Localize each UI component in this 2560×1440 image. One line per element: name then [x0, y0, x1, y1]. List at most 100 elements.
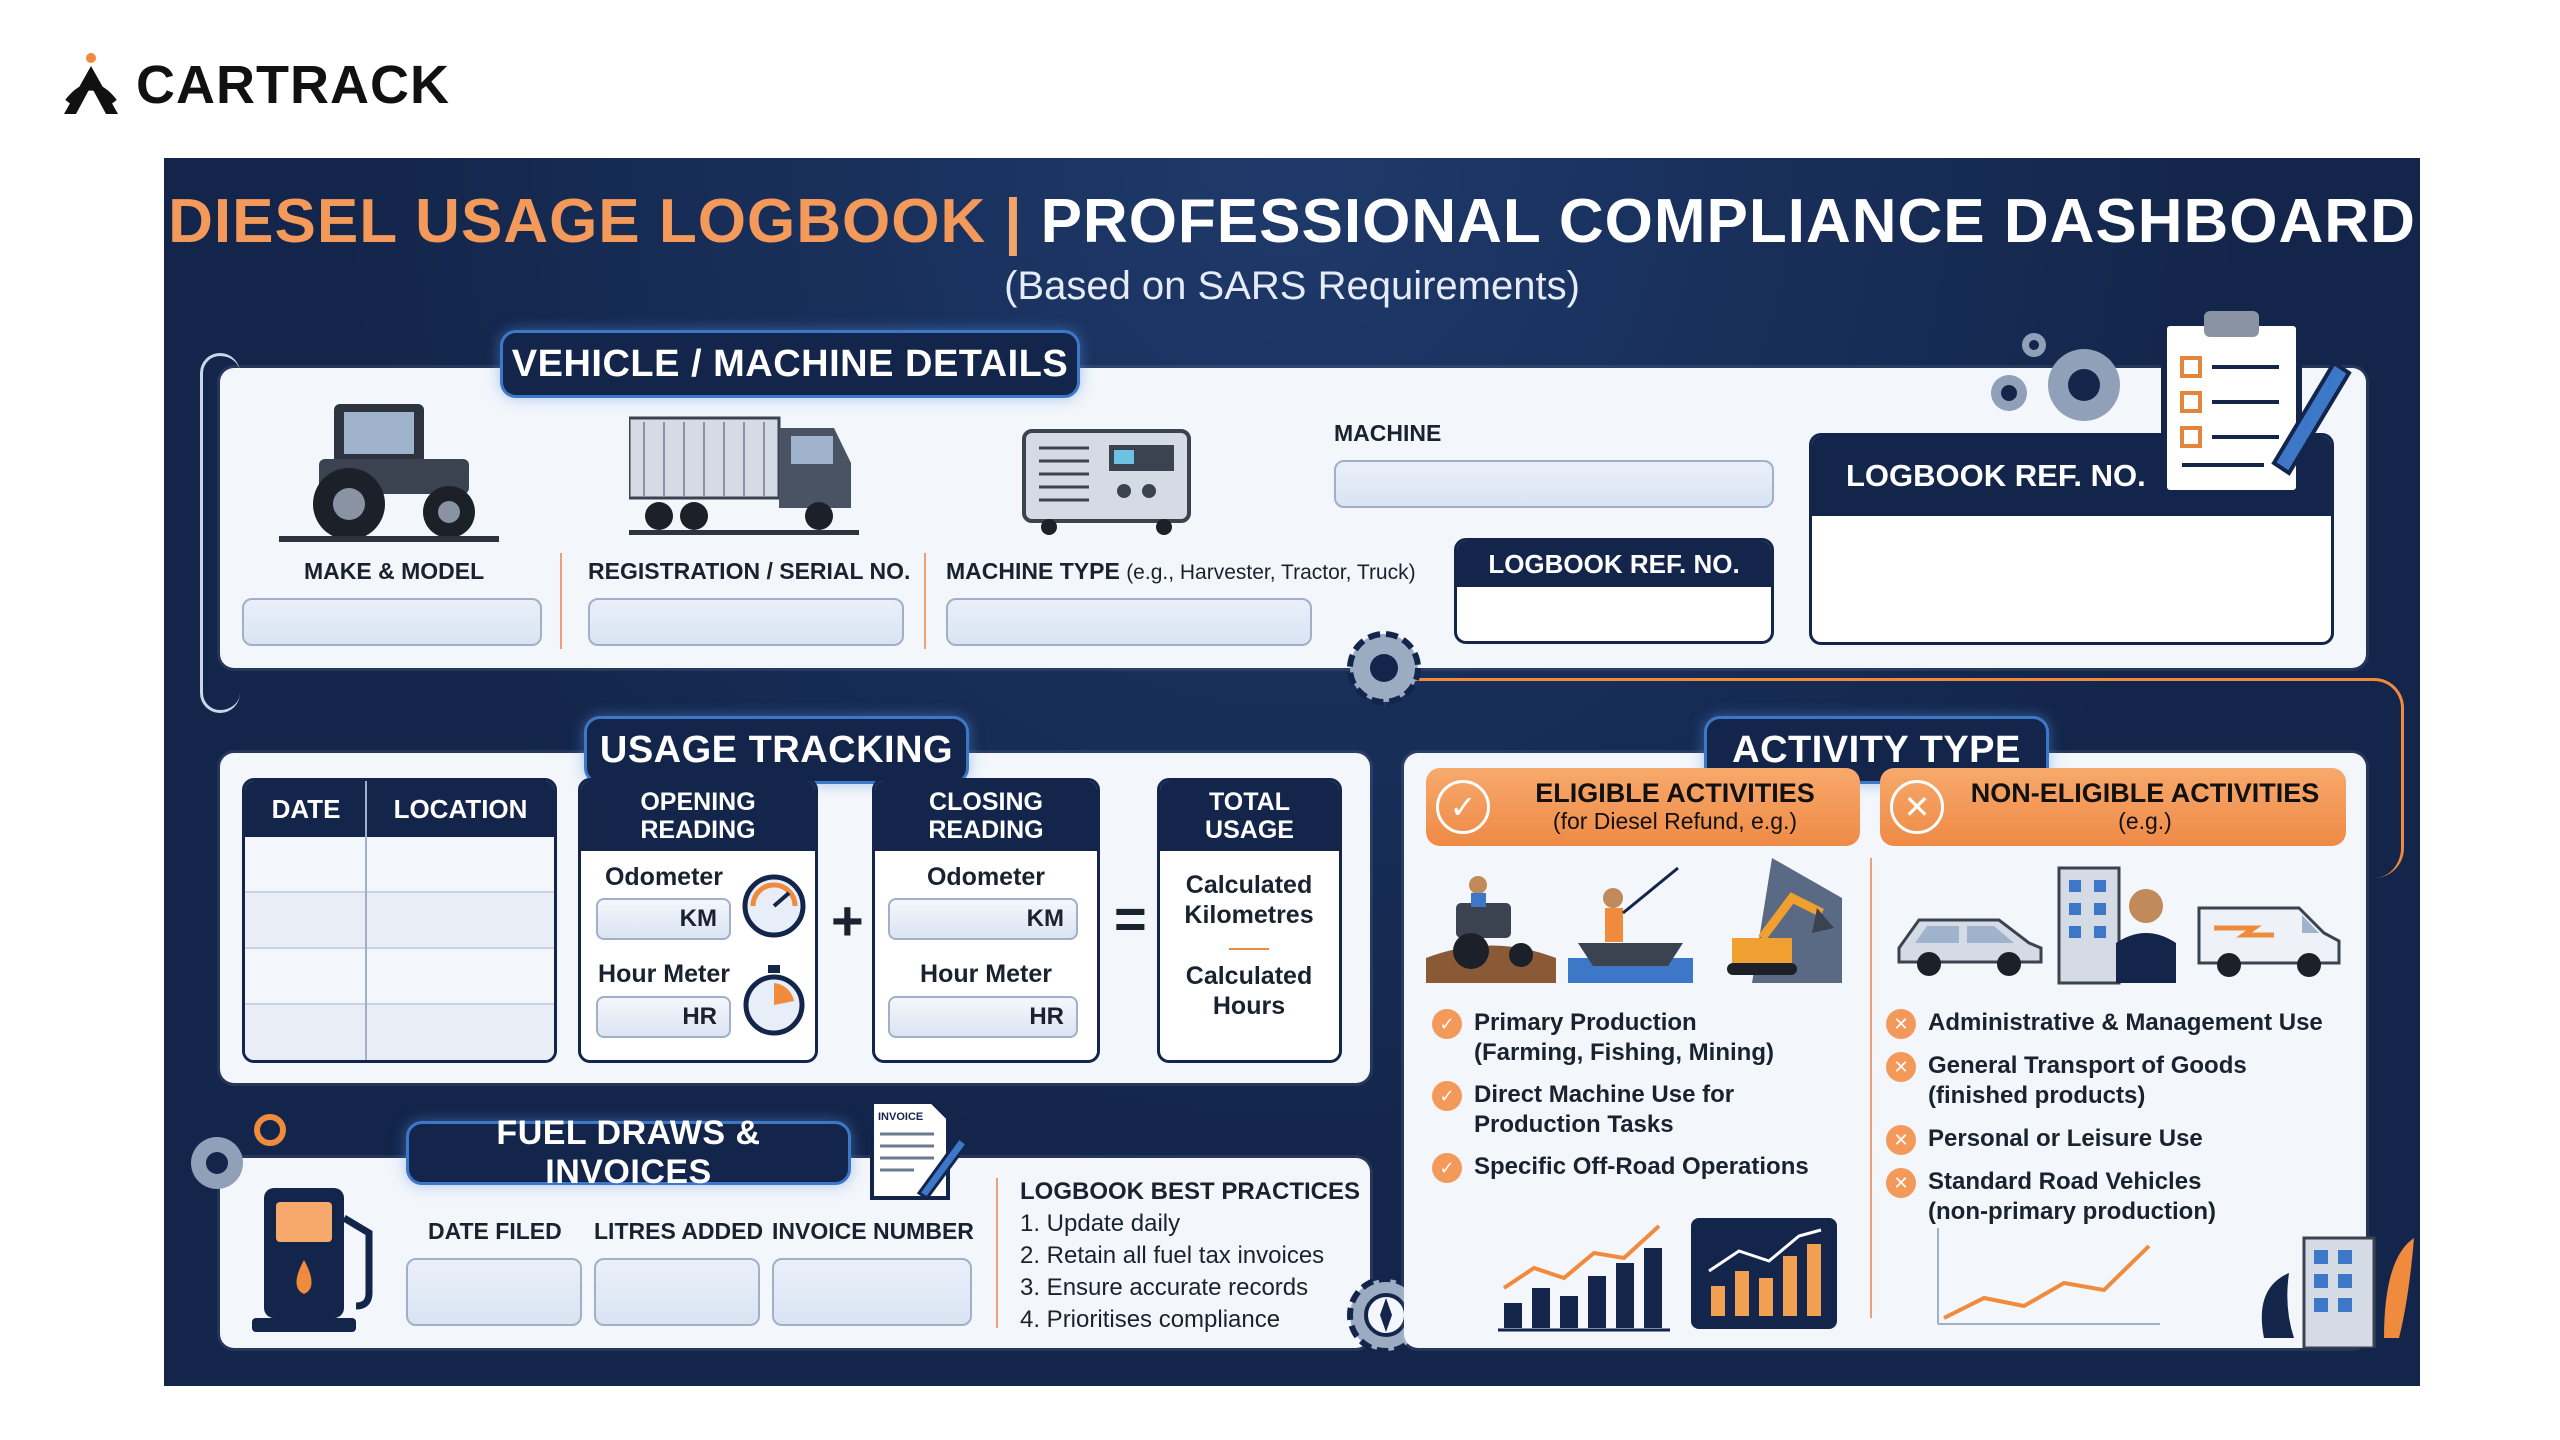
list-item: 3. Ensure accurate records [1020, 1274, 1309, 1301]
closing-km-field[interactable]: KM [888, 898, 1078, 940]
non-eligible-title: NON-ELIGIBLE ACTIVITIES [1970, 778, 2320, 808]
growth-chart-icon [1498, 1224, 1670, 1332]
table-row[interactable] [245, 837, 554, 893]
divider [924, 553, 926, 649]
speedometer-icon [742, 874, 806, 938]
eligible-item-1: ✓Primary Production(Farming, Fishing, Mi… [1432, 1008, 1774, 1068]
machine-type-label: MACHINE TYPE (e.g., Harvester, Tractor, … [946, 558, 1416, 585]
non-eligible-item-text: General Transport of Goods [1928, 1052, 2247, 1079]
litres-added-label: LITRES ADDED [594, 1218, 764, 1244]
tab-usage-tracking[interactable]: USAGE TRACKING [584, 716, 969, 784]
total-usage-header: TOTAL USAGE [1160, 781, 1339, 851]
tractor-icon [279, 404, 499, 542]
cross-icon: ✕ [1886, 1125, 1916, 1155]
activity-panel [1404, 753, 2366, 1348]
cross-icon: ✕ [1886, 1009, 1916, 1039]
make-model-label: MAKE & MODEL [304, 558, 485, 584]
date-location-table: DATE LOCATION [242, 778, 557, 1063]
eligible-subtitle: (for Diesel Refund, e.g.) [1552, 808, 1798, 834]
calculated-km-label: Calculated Kilometres [1184, 871, 1314, 929]
logbook-ref-small[interactable]: LOGBOOK REF. NO. [1454, 538, 1774, 644]
dashboard-board: DIESEL USAGE LOGBOOK|PROFESSIONAL COMPLI… [164, 158, 2420, 1386]
location-column-label: LOCATION [393, 793, 528, 824]
clipboard-icon [2161, 311, 2352, 496]
building-icon [2261, 1236, 2414, 1348]
office-manager-icon [2057, 866, 2176, 985]
cartrack-logo: CARTRACK [58, 50, 450, 120]
wire-left [200, 353, 240, 713]
list-item: 1. Update daily [1020, 1210, 1181, 1237]
invoice-number-label: INVOICE NUMBER [772, 1218, 974, 1244]
wire-right [1384, 678, 2404, 878]
opening-km-field[interactable]: KM [596, 898, 731, 940]
non-eligible-item-text: (non-primary production) [1928, 1198, 2216, 1225]
fuel-pump-icon [252, 1188, 373, 1332]
mining-excavator-icon [1727, 858, 1842, 983]
machine-field[interactable] [1334, 460, 1774, 508]
eligible-item-text: Production Tasks [1474, 1111, 1674, 1138]
equals-operator: = [1114, 887, 1147, 950]
date-filed-field[interactable] [406, 1258, 582, 1326]
cross-icon: ✕ [1886, 1052, 1916, 1082]
total-usage-box: TOTAL USAGE [1157, 778, 1342, 1063]
title-part-1: DIESEL USAGE LOGBOOK [168, 187, 987, 256]
opening-hr-field[interactable]: HR [596, 996, 731, 1038]
table-row[interactable] [245, 1005, 554, 1060]
machine-type-field[interactable] [946, 598, 1312, 646]
check-icon: ✓ [1432, 1081, 1462, 1111]
tab-fuel-draws[interactable]: FUEL DRAWS & INVOICES [406, 1114, 851, 1191]
stopwatch-icon [743, 965, 805, 1036]
generator-icon [1022, 429, 1191, 535]
invoice-number-field[interactable] [772, 1258, 972, 1326]
non-eligible-activities-header: ✕ NON-ELIGIBLE ACTIVITIES(e.g.) [1880, 768, 2346, 846]
date-location-header: DATE LOCATION [245, 781, 554, 837]
best-practices: LOGBOOK BEST PRACTICES 1. Update daily 2… [1020, 1176, 1360, 1336]
car-icon [1897, 918, 2043, 976]
list-item: 4. Prioritises compliance [1020, 1306, 1281, 1333]
title-separator: | [1004, 187, 1023, 256]
eligible-item-text: Primary Production [1474, 1009, 1697, 1036]
cartrack-logo-icon [64, 53, 118, 114]
eligible-item-text: (Farming, Fishing, Mining) [1474, 1039, 1774, 1066]
table-row[interactable] [245, 949, 554, 1005]
gears-icon [191, 1114, 286, 1189]
tab-vehicle-details[interactable]: VEHICLE / MACHINE DETAILS [500, 330, 1080, 398]
machine-type-text: MACHINE TYPE [946, 558, 1120, 584]
registration-field[interactable] [588, 598, 904, 646]
closing-hour-meter-label: Hour Meter [920, 960, 1052, 988]
litres-added-field[interactable] [594, 1258, 760, 1326]
non-eligible-item-3: ✕ Personal or Leisure Use [1886, 1124, 2203, 1155]
best-practices-title: LOGBOOK BEST PRACTICES [1020, 1178, 1361, 1205]
opening-reading-header: OPENING READING [581, 781, 815, 851]
closing-hr-field[interactable]: HR [888, 996, 1078, 1038]
list-item: 2. Retain all fuel tax invoices [1020, 1242, 1325, 1269]
page-subtitle: (Based on SARS Requirements) [1004, 264, 1580, 308]
calculated-hours-label: Calculated Hours [1185, 962, 1313, 1020]
registration-label: REGISTRATION / SERIAL NO. [588, 558, 911, 584]
truck-icon [629, 416, 859, 535]
check-icon: ✓ [1436, 780, 1490, 834]
table-row[interactable] [245, 893, 554, 949]
bar-chart-icon [1691, 1218, 1837, 1329]
make-model-field[interactable] [242, 598, 542, 646]
non-eligible-item-4: ✕Standard Road Vehicles(non-primary prod… [1886, 1167, 2216, 1227]
eligible-title: ELIGIBLE ACTIVITIES [1535, 778, 1815, 808]
eligible-activities-header: ✓ ELIGIBLE ACTIVITIES(for Diesel Refund,… [1426, 768, 1860, 846]
cross-icon: ✕ [1890, 780, 1944, 834]
divider [1870, 858, 1872, 1318]
date-column-label: DATE [271, 793, 341, 824]
divider [365, 781, 367, 1060]
non-eligible-item-text: Personal or Leisure Use [1928, 1125, 2203, 1152]
eligible-item-text: Direct Machine Use for [1474, 1081, 1735, 1108]
divider [1229, 948, 1269, 950]
machine-type-hint: (e.g., Harvester, Tractor, Truck) [1126, 561, 1416, 584]
date-filed-label: DATE FILED [428, 1218, 562, 1244]
opening-odometer-label: Odometer [604, 863, 724, 891]
invoice-icon-text: INVOICE [878, 1111, 923, 1123]
delivery-van-icon [2197, 906, 2341, 977]
gear-icon [1347, 631, 1421, 705]
opening-hour-meter-label: Hour Meter [598, 960, 730, 988]
title-part-2: PROFESSIONAL COMPLIANCE DASHBOARD [1040, 187, 2416, 256]
plus-operator: + [831, 889, 864, 952]
